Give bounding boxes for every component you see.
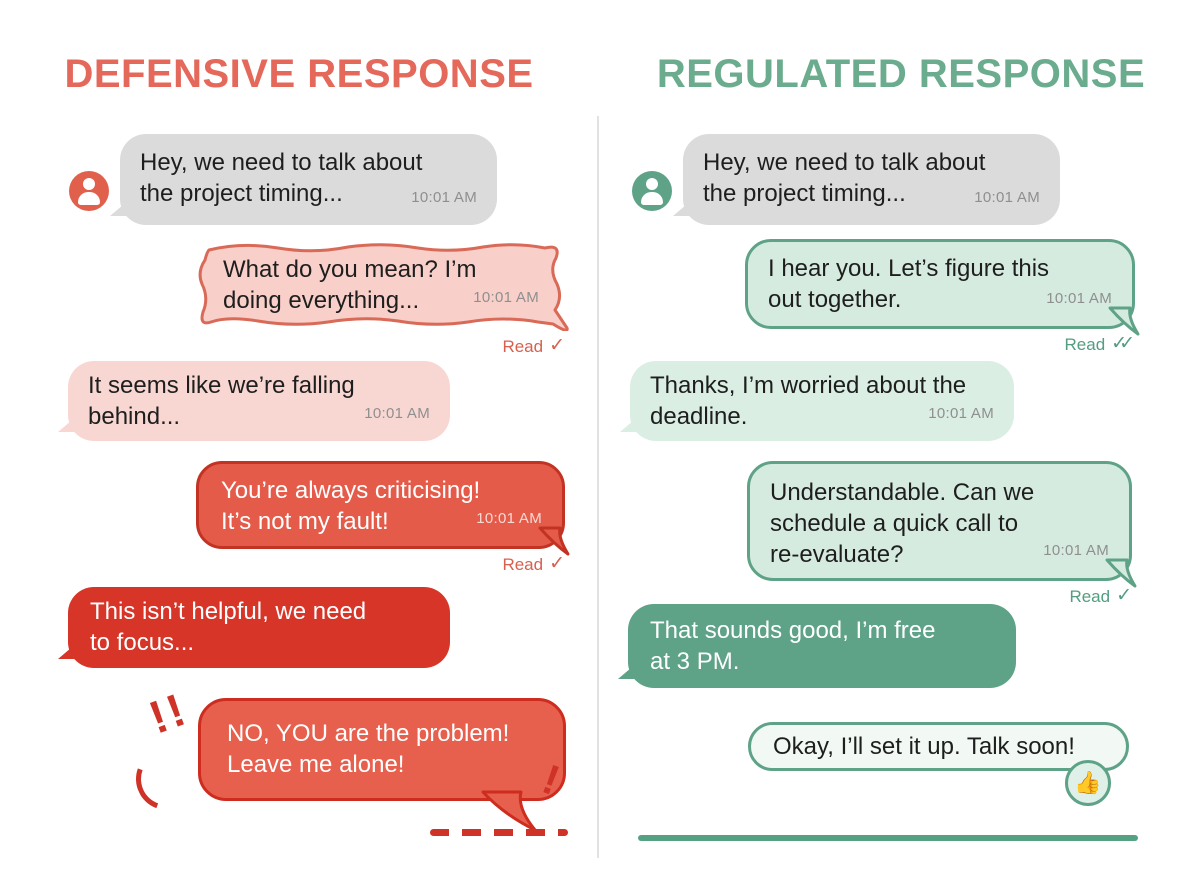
person-icon: [632, 171, 672, 211]
read-label: Read: [1064, 335, 1106, 354]
message-text: Hey, we need to talk about the project t…: [703, 149, 986, 207]
reg-incoming-bubble-3: That sounds good, I’m free at 3 PM.: [628, 604, 1016, 688]
stress-arc-icon: [125, 737, 209, 821]
defensive-title: DEFENSIVE RESPONSE: [64, 52, 534, 96]
reg-outgoing-bubble-3: Okay, I’ll set it up. Talk soon!: [748, 722, 1129, 771]
reg-incoming-bubble-1: Hey, we need to talk about the project t…: [683, 134, 1060, 225]
exclamation-marks-icon: !!: [142, 682, 195, 744]
message-text: You’re always criticising! It’s not my f…: [221, 477, 481, 535]
reg-outgoing-bubble-2: Understandable. Can we schedule a quick …: [747, 461, 1137, 588]
message-text: I hear you. Let’s figure this out togeth…: [768, 255, 1050, 313]
def-outgoing-bubble-2: You’re always criticising! It’s not my f…: [196, 461, 570, 556]
timestamp: 10:01 AM: [364, 405, 430, 422]
bubble-tail: [1105, 558, 1137, 588]
avatar-defensive: [69, 171, 109, 211]
avatar-regulated: [632, 171, 672, 211]
read-receipt: Read ✓✓: [745, 333, 1135, 356]
timestamp: 10:01 AM: [473, 289, 539, 306]
message-text: This isn’t helpful, we need to focus...: [90, 598, 367, 656]
message-text: Hey, we need to talk about the project t…: [140, 149, 423, 207]
message-text: Thanks, I’m worried about the deadline.: [650, 372, 967, 430]
reg-incoming-bubble-2: Thanks, I’m worried about the deadline. …: [630, 361, 1014, 441]
timestamp: 10:01 AM: [974, 189, 1040, 206]
message-text: That sounds good, I’m free at 3 PM.: [650, 617, 936, 675]
read-label: Read: [502, 555, 544, 574]
def-incoming-bubble-1: Hey, we need to talk about the project t…: [120, 134, 497, 225]
read-receipt: Read ✓: [747, 585, 1132, 608]
def-outgoing-bubble-wavy: What do you mean? I’m doing everything..…: [193, 238, 571, 331]
reg-outgoing-bubble-1: I hear you. Let’s figure this out togeth…: [745, 239, 1140, 336]
message-text: What do you mean? I’m doing everything..…: [223, 256, 477, 314]
bottom-underline: [638, 835, 1138, 841]
timestamp: 10:01 AM: [928, 405, 994, 422]
bubble-tail: [1108, 306, 1140, 336]
message-text: Okay, I’ll set it up. Talk soon!: [773, 733, 1075, 760]
checkmark-icon: ✓: [549, 335, 565, 356]
read-receipt: Read ✓: [196, 553, 565, 576]
dashed-line: [430, 829, 568, 836]
thumbs-up-icon: 👍: [1074, 770, 1102, 795]
def-incoming-bubble-3: This isn’t helpful, we need to focus...: [68, 587, 450, 668]
def-incoming-bubble-2: It seems like we’re falling behind... 10…: [68, 361, 450, 441]
read-label: Read: [502, 337, 544, 356]
thumbs-up-reaction: 👍: [1065, 760, 1111, 806]
checkmark-icon: ✓: [549, 553, 565, 574]
timestamp: 10:01 AM: [476, 510, 542, 527]
timestamp: 10:01 AM: [1046, 290, 1112, 307]
wavy-bubble-shape: [198, 243, 569, 331]
message-text: Understandable. Can we schedule a quick …: [770, 479, 1035, 568]
message-text: NO, YOU are the problem! Leave me alone!: [227, 720, 510, 778]
message-text: It seems like we’re falling behind...: [88, 372, 355, 430]
def-outgoing-bubble-angry: NO, YOU are the problem! Leave me alone!: [198, 698, 566, 832]
read-label: Read: [1069, 587, 1111, 606]
timestamp: 10:01 AM: [1043, 542, 1109, 559]
checkmark-icon: ✓✓: [1111, 333, 1135, 354]
timestamp: 10:01 AM: [411, 189, 477, 206]
checkmark-icon: ✓: [1116, 585, 1132, 606]
regulated-title: REGULATED RESPONSE: [656, 52, 1146, 96]
bubble-tail: [538, 526, 570, 556]
column-divider: [597, 116, 599, 858]
bubble-tail: [481, 790, 537, 832]
person-icon: [69, 171, 109, 211]
read-receipt: Read ✓: [193, 335, 565, 358]
